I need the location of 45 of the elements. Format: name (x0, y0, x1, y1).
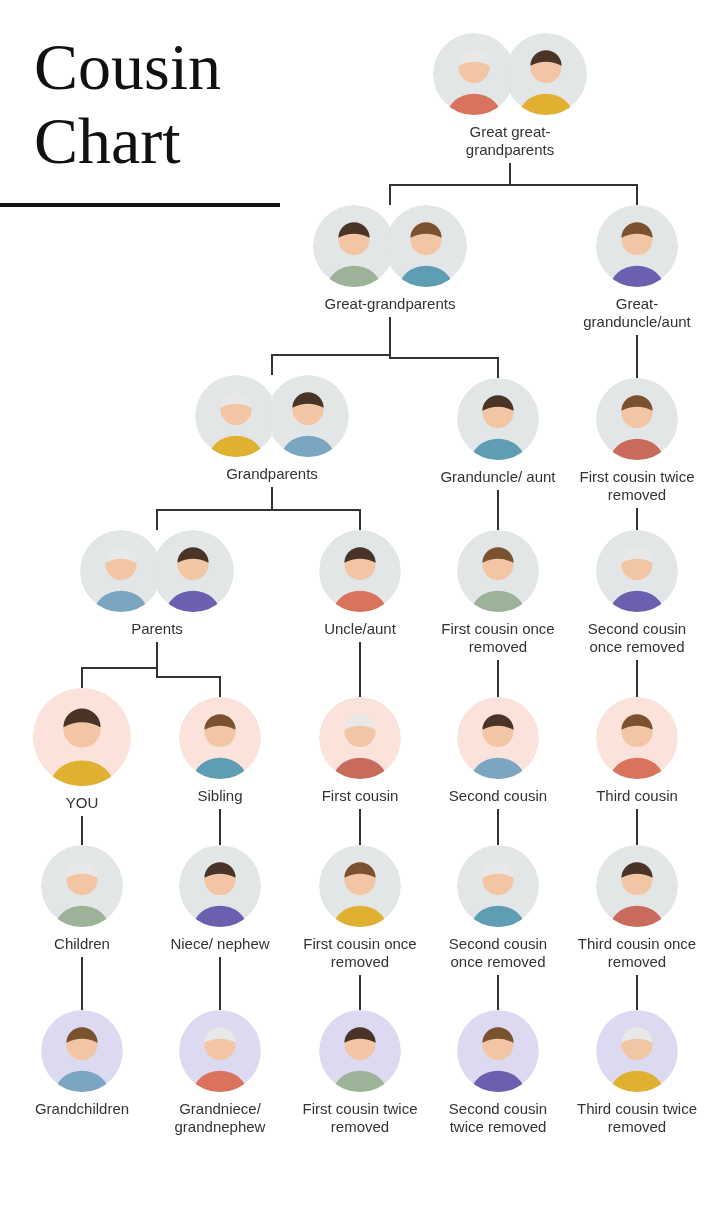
relative-label: Third cousin once removed (576, 935, 698, 971)
relative-label: Third cousin twice removed (575, 1100, 698, 1136)
relative-label: First cousin (321, 787, 399, 805)
relative-label: Granduncle/ aunt (440, 468, 556, 486)
tree-connector (389, 316, 499, 379)
tree-connector (359, 641, 361, 698)
chart-title: Cousin Chart (34, 30, 223, 178)
tree-connector (497, 974, 499, 1011)
relative-label: Great great-grandparents (464, 123, 556, 159)
tree-connector (81, 956, 83, 1011)
relative-label: Sibling (197, 787, 243, 805)
relative-label: Grandparents (226, 465, 318, 483)
relative-label: Uncle/aunt (324, 620, 396, 638)
tree-connector (636, 659, 638, 698)
tree-connector (636, 507, 638, 531)
relative-label: Parents (131, 620, 183, 638)
relative-label: Niece/ nephew (170, 935, 270, 953)
relative-label: First cousin once removed (302, 935, 418, 971)
tree-connector (636, 334, 638, 379)
tree-connector (359, 808, 361, 846)
relative-label: Second cousin twice removed (447, 1100, 549, 1136)
relative-label: Second cousin once removed (447, 935, 549, 971)
relative-label: Second cousin (448, 787, 548, 805)
relative-label: YOU (65, 794, 99, 812)
relative-label: Great-grandparents (324, 295, 456, 313)
relative-label: Third cousin (596, 787, 678, 805)
relative-label: First cousin twice removed (578, 468, 696, 504)
relative-label: First cousin once removed (440, 620, 556, 656)
tree-connector (81, 815, 83, 846)
tree-connector (497, 659, 499, 698)
relative-label: Great-granduncle/aunt (582, 295, 692, 331)
tree-connector (497, 808, 499, 846)
tree-connector (636, 808, 638, 846)
tree-connector (156, 641, 221, 698)
tree-connector (497, 489, 499, 531)
relative-label: Grandchildren (34, 1100, 130, 1118)
relative-label: First cousin twice removed (301, 1100, 419, 1136)
relative-label: Grandniece/ grandnephew (173, 1100, 267, 1136)
relative-label: Second cousin once removed (586, 620, 688, 656)
tree-connector (636, 974, 638, 1011)
tree-connector (219, 808, 221, 846)
tree-connector (359, 974, 361, 1011)
tree-connector (219, 956, 221, 1011)
tree-connector (509, 162, 638, 206)
relative-label: Children (54, 935, 110, 953)
